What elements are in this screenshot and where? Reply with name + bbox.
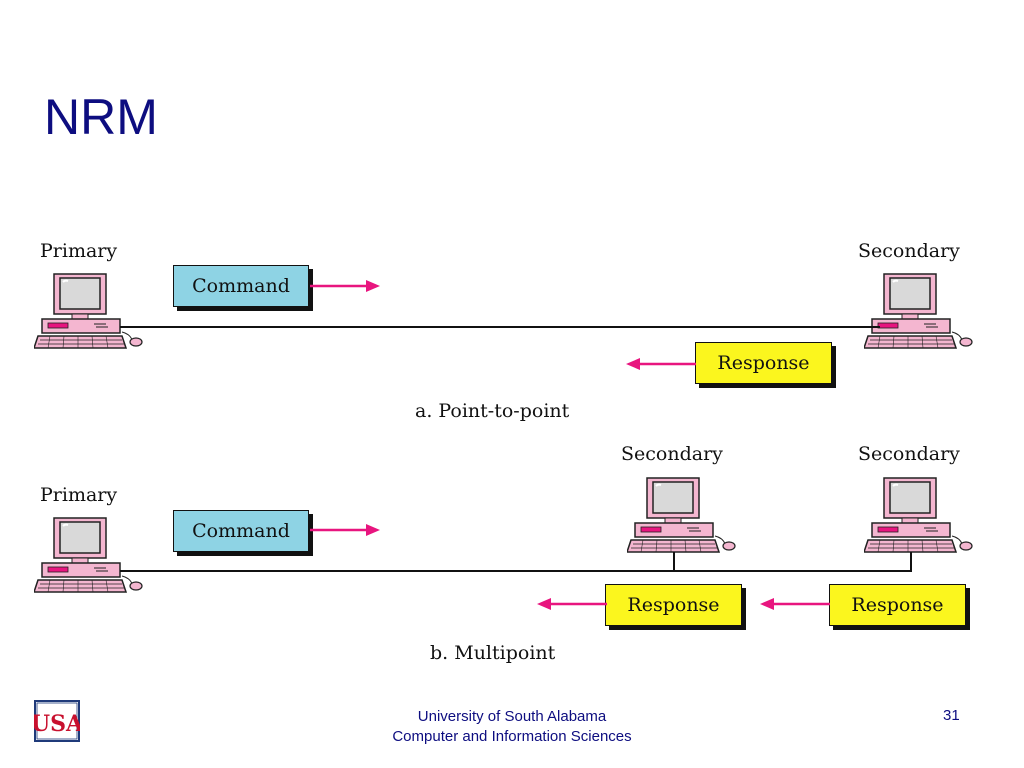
arrow-left-icon xyxy=(626,358,696,370)
arrow-left-icon xyxy=(760,598,830,610)
computer-icon xyxy=(627,476,737,556)
arrow-left-icon xyxy=(537,598,607,610)
secondary-label: Secondary xyxy=(858,240,960,262)
command-label: Command xyxy=(192,275,290,297)
response-label: Response xyxy=(851,594,944,616)
page-number: 31 xyxy=(943,707,960,724)
response-label: Response xyxy=(627,594,720,616)
computer-icon xyxy=(864,476,974,556)
logo-text: USA xyxy=(34,711,80,737)
computer-icon xyxy=(34,516,144,596)
command-frame: Command xyxy=(173,510,309,552)
response-frame: Response xyxy=(605,584,742,626)
slide-title: NRM xyxy=(44,89,158,145)
arrow-right-icon xyxy=(310,524,380,536)
usa-logo: USA xyxy=(34,700,80,742)
primary-label: Primary xyxy=(40,484,118,506)
command-frame: Command xyxy=(173,265,309,307)
arrow-right-icon xyxy=(310,280,380,292)
footer-university: University of South Alabama xyxy=(417,708,607,725)
response-label: Response xyxy=(717,352,810,374)
drop-line xyxy=(910,552,912,571)
diagram-caption: a. Point-to-point xyxy=(415,400,570,422)
link-line xyxy=(120,326,880,328)
footer-department: Computer and Information Sciences xyxy=(392,728,632,745)
secondary-label: Secondary xyxy=(858,443,960,465)
computer-icon xyxy=(864,272,974,352)
footer-text: University of South Alabama Computer and… xyxy=(362,707,662,747)
secondary-label: Secondary xyxy=(621,443,723,465)
primary-label: Primary xyxy=(40,240,118,262)
drop-line xyxy=(673,552,675,571)
computer-icon xyxy=(34,272,144,352)
bus-line xyxy=(120,570,912,572)
diagram-caption: b. Multipoint xyxy=(430,642,556,664)
response-frame: Response xyxy=(829,584,966,626)
command-label: Command xyxy=(192,520,290,542)
response-frame: Response xyxy=(695,342,832,384)
